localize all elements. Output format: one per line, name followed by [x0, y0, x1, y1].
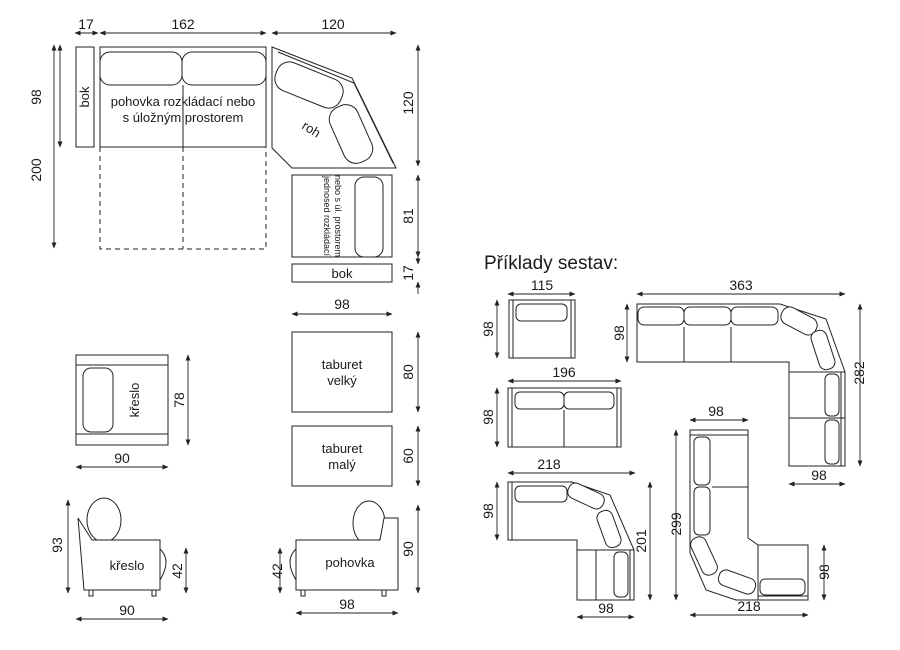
- dim-side-width: 17: [78, 16, 94, 32]
- examples-title: Příklady sestav:: [484, 253, 618, 274]
- ex3-dim-depth: 98: [480, 503, 496, 519]
- taburet-small-label-2: malý: [328, 457, 356, 472]
- taburet-large: [291, 331, 393, 413]
- ex5-dim-height: 299: [668, 512, 684, 536]
- sofa-side-label: pohovka: [325, 555, 375, 570]
- side-panel-bottom-label: bok: [332, 266, 353, 281]
- armchair-plan-label: křeslo: [127, 383, 142, 418]
- sofa-label-line2: s úložným prostorem: [123, 110, 244, 125]
- sofa-label-line1: pohovka rozkládací nebo: [111, 94, 256, 109]
- ex4-dim-foot: 98: [811, 467, 827, 483]
- dim-taburet-width: 98: [334, 296, 350, 312]
- ex2-dim-width: 196: [552, 364, 576, 380]
- ex1-dim-width: 115: [531, 277, 554, 293]
- armchair-back-cushion: [82, 367, 114, 433]
- single-seater-label-2: nebo s úl. prostorem: [333, 175, 343, 257]
- taburet-large-label-1: taburet: [322, 357, 363, 372]
- ex5-dim-depth: 98: [816, 564, 832, 580]
- dim-depth: 98: [28, 89, 44, 105]
- single-seater-cushion: [354, 176, 384, 258]
- ex1-dim-depth: 98: [480, 321, 496, 337]
- dim-corner-width: 120: [321, 16, 345, 32]
- taburet-small-label-1: taburet: [322, 441, 363, 456]
- sofa-back-cushion-left: [99, 51, 183, 86]
- dim-taburet-small-depth: 60: [400, 448, 416, 464]
- armchair-side-label: křeslo: [110, 558, 145, 573]
- dim-corner-depth: 120: [400, 91, 416, 115]
- single-seater-label-1: jednosed rozkládací: [322, 175, 332, 257]
- dim-extended-depth: 200: [28, 158, 44, 182]
- ex4-dim-depth: 98: [611, 325, 627, 341]
- dim-single-depth: 81: [400, 208, 416, 224]
- sofa-back-cushion-right: [181, 51, 267, 86]
- ex5-u-set: [689, 429, 809, 601]
- dim-armchair-depth: 78: [171, 392, 187, 408]
- corner-cushion-side: [328, 104, 374, 164]
- armchair-side: [77, 517, 161, 591]
- dim-sofa-side-height: 90: [400, 541, 416, 557]
- ex3-dim-width: 218: [537, 456, 561, 472]
- dim-sofa-side-seat: 42: [269, 563, 285, 579]
- corner-cushion-top: [274, 61, 344, 109]
- dim-armchair-seat: 42: [169, 563, 185, 579]
- taburet-large-label-2: velký: [327, 373, 357, 388]
- ex5-dim-top: 98: [708, 403, 724, 419]
- armchair-side-cushion: [86, 497, 122, 543]
- sofa-side: [295, 517, 399, 591]
- dim-armchair-width: 90: [114, 450, 130, 466]
- ex3-dim-height: 201: [633, 529, 649, 553]
- ex5-dim-width: 218: [737, 598, 761, 614]
- dim-armchair-side-width: 90: [119, 602, 135, 618]
- taburet-small: [291, 425, 393, 487]
- sofa-extended-outline: [99, 146, 267, 250]
- dim-taburet-large-depth: 80: [400, 364, 416, 380]
- side-panel-bottom: [291, 263, 393, 283]
- dim-sofa-width: 162: [171, 16, 195, 32]
- ex4-dim-width: 363: [729, 277, 753, 293]
- dim-armchair-height: 93: [49, 537, 65, 553]
- side-panel: [75, 46, 95, 148]
- side-panel-label: bok: [77, 86, 92, 107]
- dim-sofa-side-width: 98: [339, 596, 355, 612]
- dim-side-depth: 17: [400, 265, 416, 281]
- ex4-dim-height: 282: [851, 361, 867, 385]
- ex3-dim-foot: 98: [598, 600, 614, 616]
- ex2-dim-depth: 98: [480, 409, 496, 425]
